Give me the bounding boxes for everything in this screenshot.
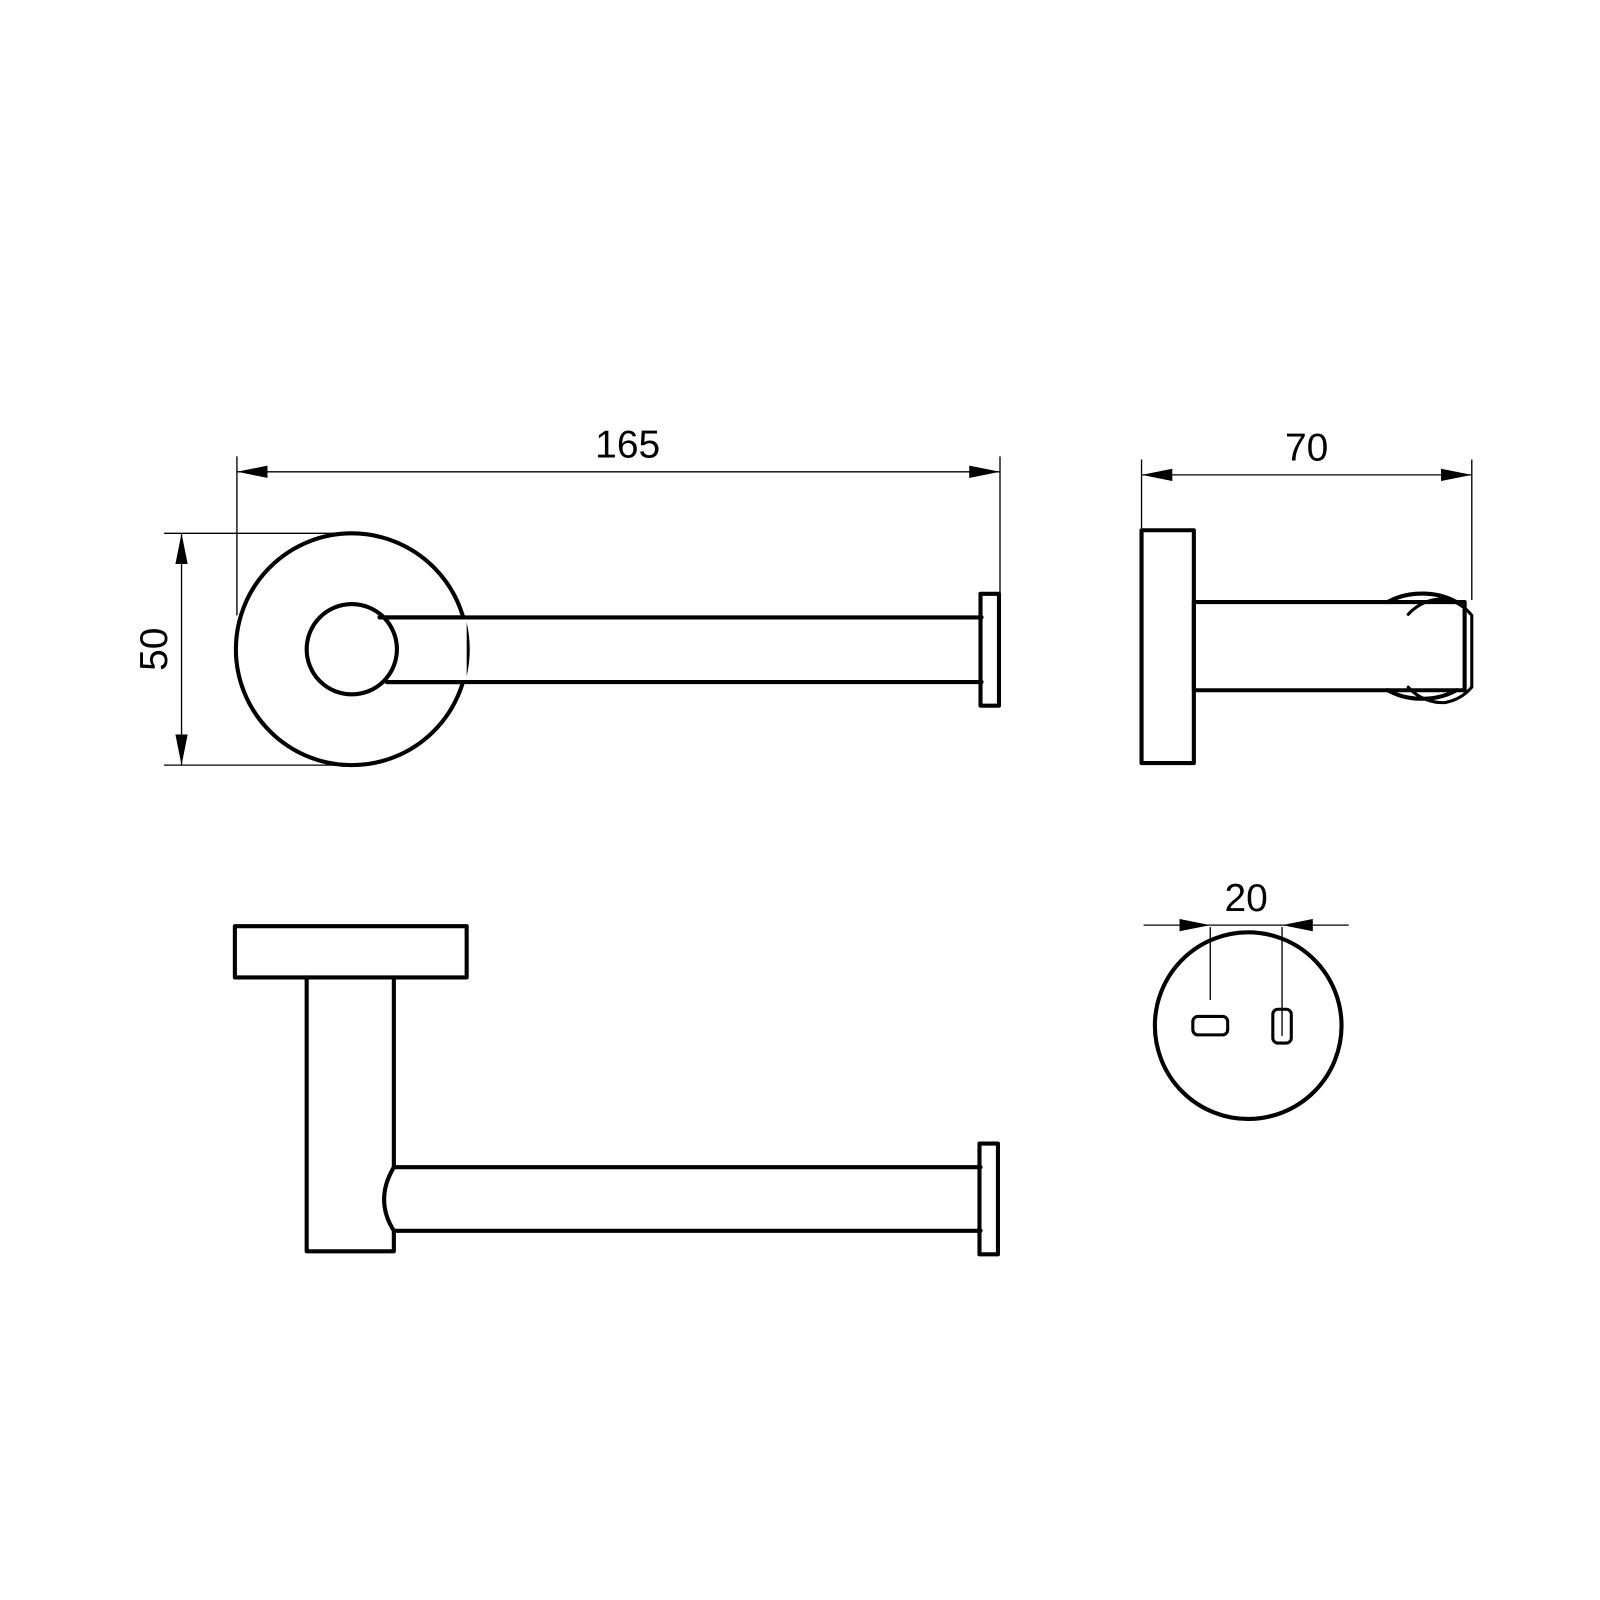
side-view: 70 xyxy=(1139,427,1474,766)
top-end-cap xyxy=(977,1141,1000,1257)
top-arm xyxy=(391,1165,983,1233)
dimension-label-165: 165 xyxy=(595,423,660,466)
front-view: 165 50 xyxy=(133,423,1002,768)
dimension-label-20: 20 xyxy=(1224,877,1267,920)
back-view: 20 xyxy=(1143,877,1349,1122)
top-post xyxy=(304,975,396,1254)
end-cap xyxy=(978,591,1002,708)
side-plate xyxy=(1139,528,1196,766)
mounting-slot-horizontal xyxy=(1191,1014,1230,1037)
side-arm xyxy=(1191,599,1467,693)
roll-arm xyxy=(377,615,984,685)
top-plate xyxy=(232,924,469,980)
arm-end-circle xyxy=(304,602,399,697)
dimension-label-70: 70 xyxy=(1285,427,1328,470)
dimension-label-50: 50 xyxy=(133,628,176,671)
top-view xyxy=(232,924,1000,1257)
back-plate-circle xyxy=(1152,930,1344,1122)
